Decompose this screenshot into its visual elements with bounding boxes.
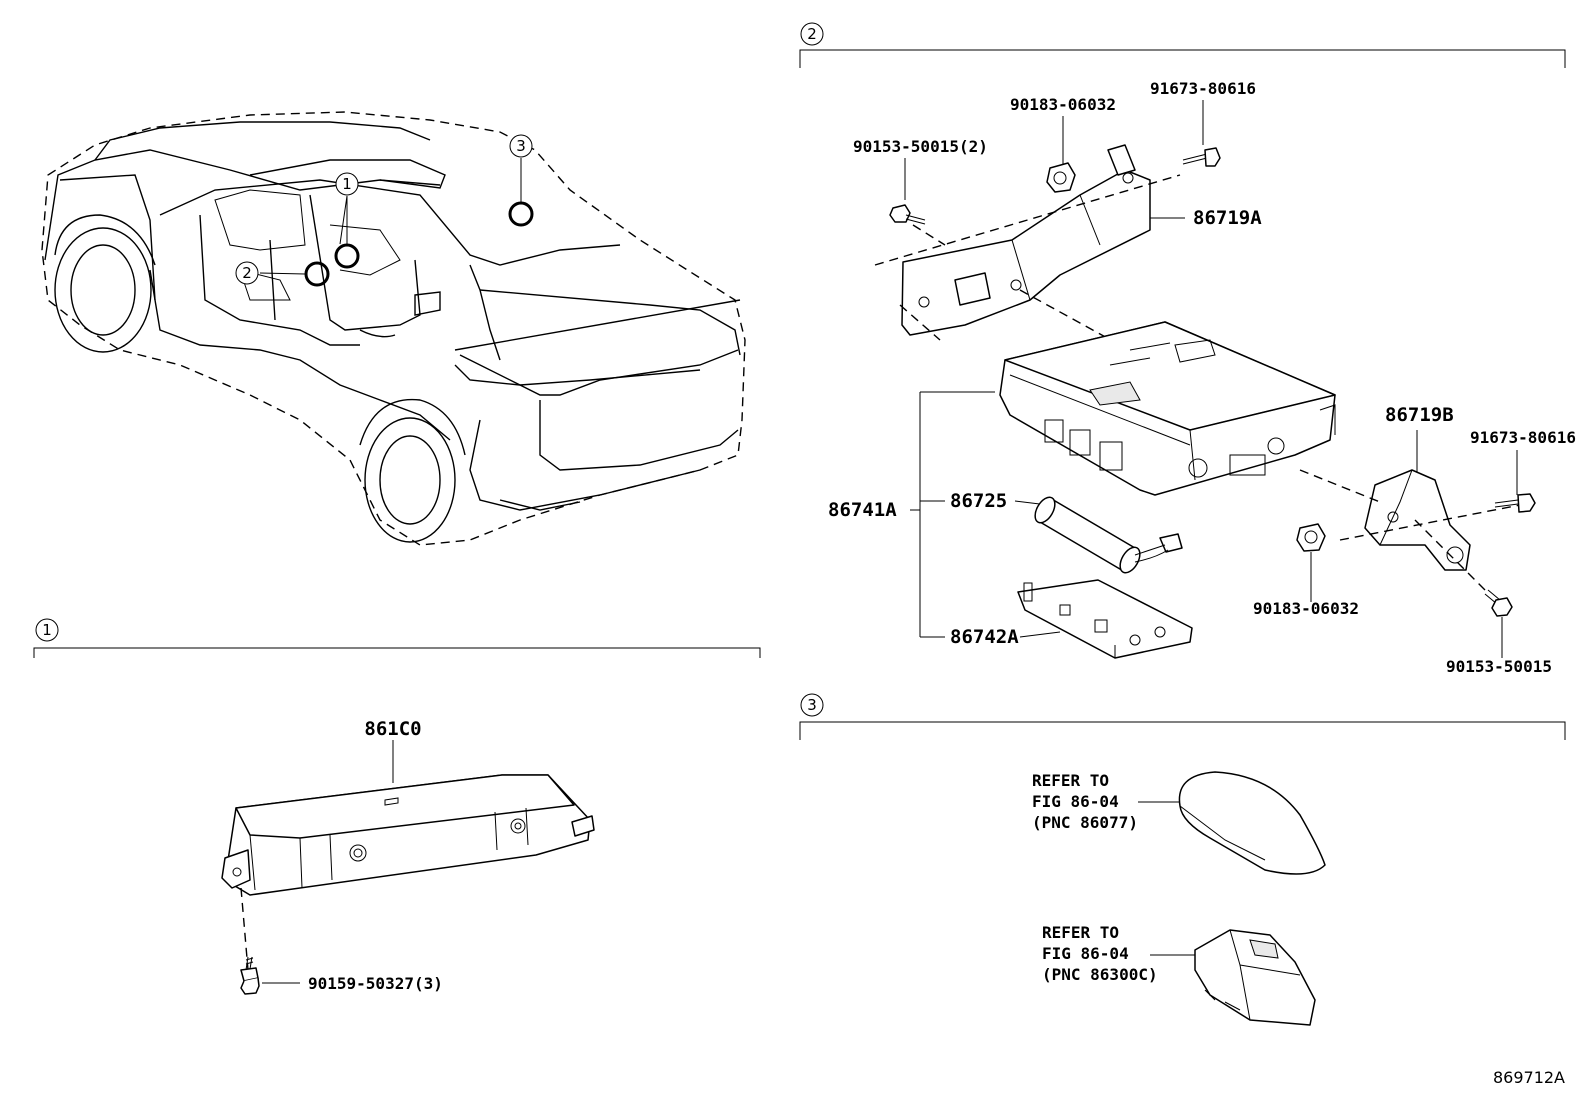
battery-86725 [1034, 496, 1183, 574]
section-1: 1 861C0 90159-50327(3) [33, 618, 761, 995]
antenna-base [1194, 929, 1316, 1026]
ref1-line1: REFER TO [1032, 771, 1109, 790]
label-86742a: 86742A [950, 626, 1019, 648]
section-1-number: 1 [42, 621, 52, 639]
bracket-86719a [901, 144, 1151, 336]
bolt-90153-50015-left [889, 204, 926, 225]
label-86741a: 86741A [828, 499, 897, 521]
overview-callout-2: 2 [242, 264, 252, 282]
bolt-91673-80616-top [1182, 147, 1221, 167]
section-3: 3 REFER TO FIG 86-04 (PNC 86077) REFER T… [799, 693, 1566, 1026]
navigation-unit [999, 321, 1336, 496]
label-86725: 86725 [950, 490, 1007, 512]
ref1-line3: (PNC 86077) [1032, 813, 1138, 832]
overview-callout-1: 1 [342, 175, 352, 193]
ref1-line2: FIG 86-04 [1032, 792, 1119, 811]
bolt-90183-06032-right [1296, 523, 1326, 552]
car-overview: 1 2 3 [41, 111, 746, 546]
figure-id: 869712A [1493, 1068, 1565, 1087]
ref2-line1: REFER TO [1042, 923, 1119, 942]
label-86719a: 86719A [1193, 207, 1262, 229]
label-90183-06032-bottom: 90183-06032 [1253, 599, 1359, 618]
bolt-90153-50015-right [1484, 589, 1513, 617]
ref2-line2: FIG 86-04 [1042, 944, 1129, 963]
section-2: 2 90183-06032 91673-80616 90153-50015(2)… [799, 22, 1576, 676]
ref2-line3: (PNC 86300C) [1042, 965, 1158, 984]
label-90153-50015: 90153-50015 [1446, 657, 1552, 676]
label-86719b: 86719B [1385, 404, 1454, 426]
screw-90159-50327 [240, 956, 260, 995]
label-90183-06032-top: 90183-06032 [1010, 95, 1116, 114]
label-90159-50327: 90159-50327(3) [308, 974, 443, 993]
section-3-number: 3 [807, 696, 817, 714]
label-861c0: 861C0 [364, 718, 421, 740]
label-91673-80616-top: 91673-80616 [1150, 79, 1256, 98]
module-861c0 [221, 774, 595, 896]
overview-callout-3: 3 [516, 137, 526, 155]
shark-fin-antenna [1178, 771, 1326, 875]
board-86742a [1017, 579, 1193, 659]
label-91673-80616-right: 91673-80616 [1470, 428, 1576, 447]
bracket-86719b [1364, 469, 1471, 571]
bolt-91673-80616-right [1494, 493, 1536, 513]
bolt-90183-06032-top [1046, 162, 1076, 193]
label-90153-50015-2: 90153-50015(2) [853, 137, 988, 156]
section-2-number: 2 [807, 25, 817, 43]
